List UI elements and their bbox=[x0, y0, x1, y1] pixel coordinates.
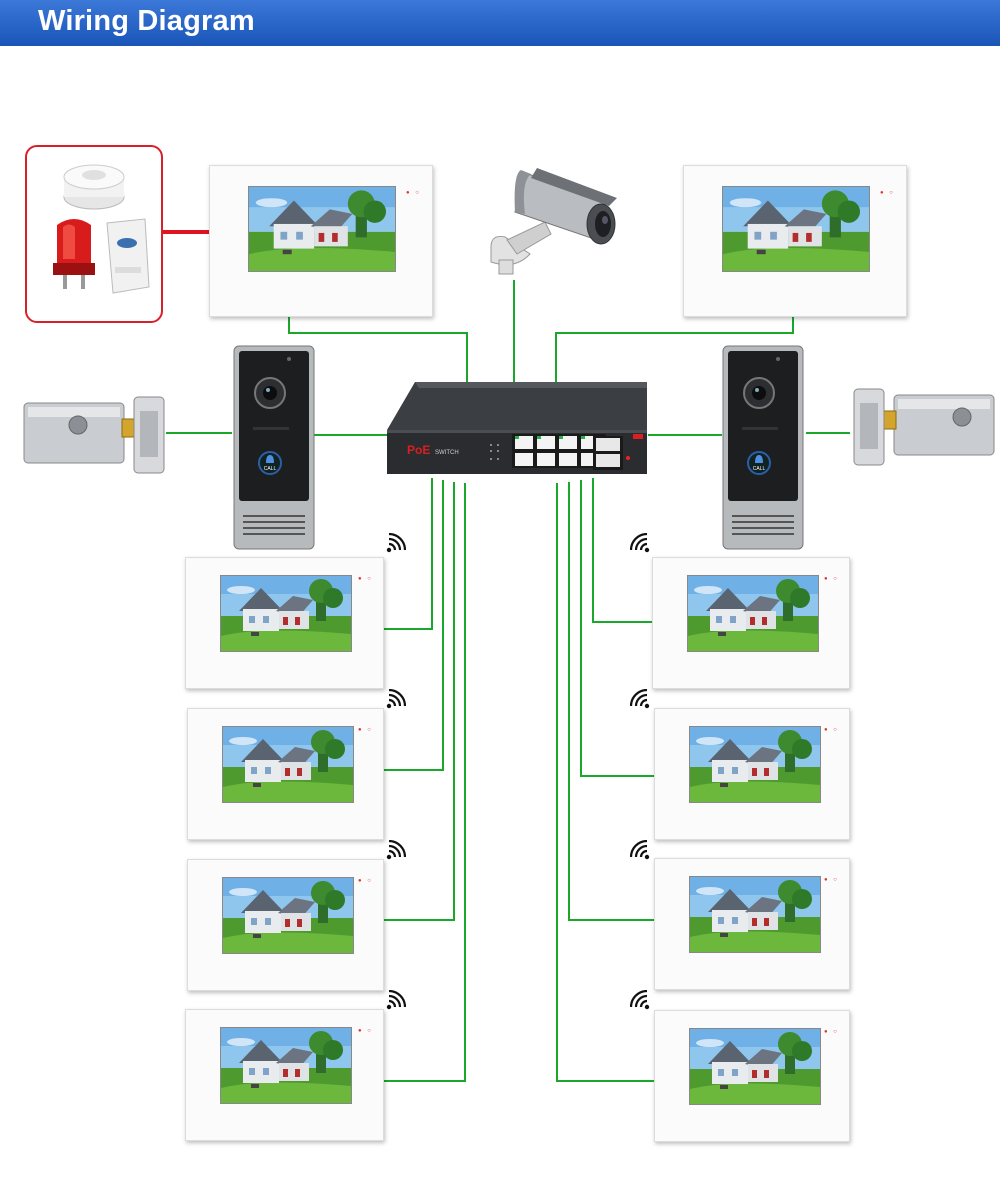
main-monitor-right: ● ○ bbox=[683, 165, 907, 317]
wire-ext-l1 bbox=[383, 478, 433, 630]
alarm-siren-icon bbox=[53, 219, 95, 289]
wire-ext-l3 bbox=[383, 482, 455, 921]
extension-monitor-left-4: ● ○ bbox=[185, 1009, 384, 1141]
extension-monitor-right-2: ● ○ bbox=[654, 708, 850, 840]
indicator-leds: ● ○ bbox=[824, 576, 839, 582]
monitor-screen bbox=[722, 186, 870, 272]
monitor-screen bbox=[687, 575, 819, 652]
main-monitor-left: ● ○ bbox=[209, 165, 433, 317]
switch-label-text: SWITCH bbox=[435, 450, 459, 456]
electric-lock-right-icon bbox=[853, 388, 995, 466]
wifi-icon bbox=[386, 689, 406, 709]
wifi-icon bbox=[630, 689, 650, 709]
poe-ports bbox=[512, 434, 623, 470]
extension-monitor-left-3: ● ○ bbox=[187, 859, 384, 991]
monitor-screen bbox=[222, 877, 354, 954]
page-title: Wiring Diagram bbox=[38, 5, 255, 37]
monitor-screen bbox=[689, 726, 821, 803]
wifi-icon bbox=[630, 990, 650, 1010]
monitor-screen bbox=[689, 876, 821, 953]
door-station-left: CALL bbox=[233, 345, 315, 550]
indicator-leds: ● ○ bbox=[358, 878, 373, 884]
indicator-leds: ● ○ bbox=[824, 877, 839, 883]
alarm-devices-art bbox=[53, 164, 150, 294]
wire-ext-r4 bbox=[556, 483, 654, 1082]
extension-monitor-left-1: ● ○ bbox=[185, 557, 384, 689]
smoke-detector-icon bbox=[63, 164, 125, 210]
power-indicator bbox=[633, 434, 643, 439]
wifi-icon bbox=[386, 840, 406, 860]
call-button-label: CALL bbox=[753, 466, 766, 472]
monitor-screen bbox=[220, 575, 352, 652]
poe-switch: PoE SWITCH bbox=[387, 382, 647, 474]
monitor-screen bbox=[222, 726, 354, 803]
electric-lock-left-icon bbox=[23, 396, 165, 474]
wire-ext-r3 bbox=[568, 482, 654, 921]
indicator-leds: ● ○ bbox=[824, 1029, 839, 1035]
extension-monitor-right-1: ● ○ bbox=[652, 557, 850, 689]
indicator-leds: ● ○ bbox=[358, 1028, 373, 1034]
call-button-label: CALL bbox=[264, 466, 277, 472]
monitor-screen bbox=[248, 186, 396, 272]
wire-main-monitor-left bbox=[288, 316, 468, 382]
door-station-right: CALL bbox=[722, 345, 804, 550]
bullet-camera-icon bbox=[490, 168, 617, 275]
monitor-screen bbox=[220, 1027, 352, 1104]
indicator-leds: ● ○ bbox=[824, 727, 839, 733]
wifi-icon bbox=[386, 990, 406, 1010]
pir-sensor-icon bbox=[106, 218, 150, 294]
indicator-leds: ● ○ bbox=[358, 576, 373, 582]
wire-ext-r2 bbox=[580, 480, 654, 777]
indicator-leds: ● ○ bbox=[406, 190, 421, 196]
wifi-icon bbox=[630, 533, 650, 553]
wire-ext-r1 bbox=[592, 478, 652, 623]
extension-monitor-right-3: ● ○ bbox=[654, 858, 850, 990]
wire-ext-l4 bbox=[383, 483, 466, 1082]
wire-ext-l2 bbox=[383, 480, 444, 771]
wifi-icon bbox=[386, 533, 406, 553]
alarm-devices-group bbox=[25, 145, 163, 323]
extension-monitor-right-4: ● ○ bbox=[654, 1010, 850, 1142]
header-banner: Wiring Diagram bbox=[0, 0, 1000, 46]
indicator-leds: ● ○ bbox=[358, 727, 373, 733]
indicator-leds: ● ○ bbox=[880, 190, 895, 196]
wire-main-monitor-right bbox=[555, 316, 794, 382]
monitor-screen bbox=[689, 1028, 821, 1105]
switch-brand-text: PoE bbox=[407, 443, 430, 457]
wifi-icon bbox=[630, 840, 650, 860]
extension-monitor-left-2: ● ○ bbox=[187, 708, 384, 840]
